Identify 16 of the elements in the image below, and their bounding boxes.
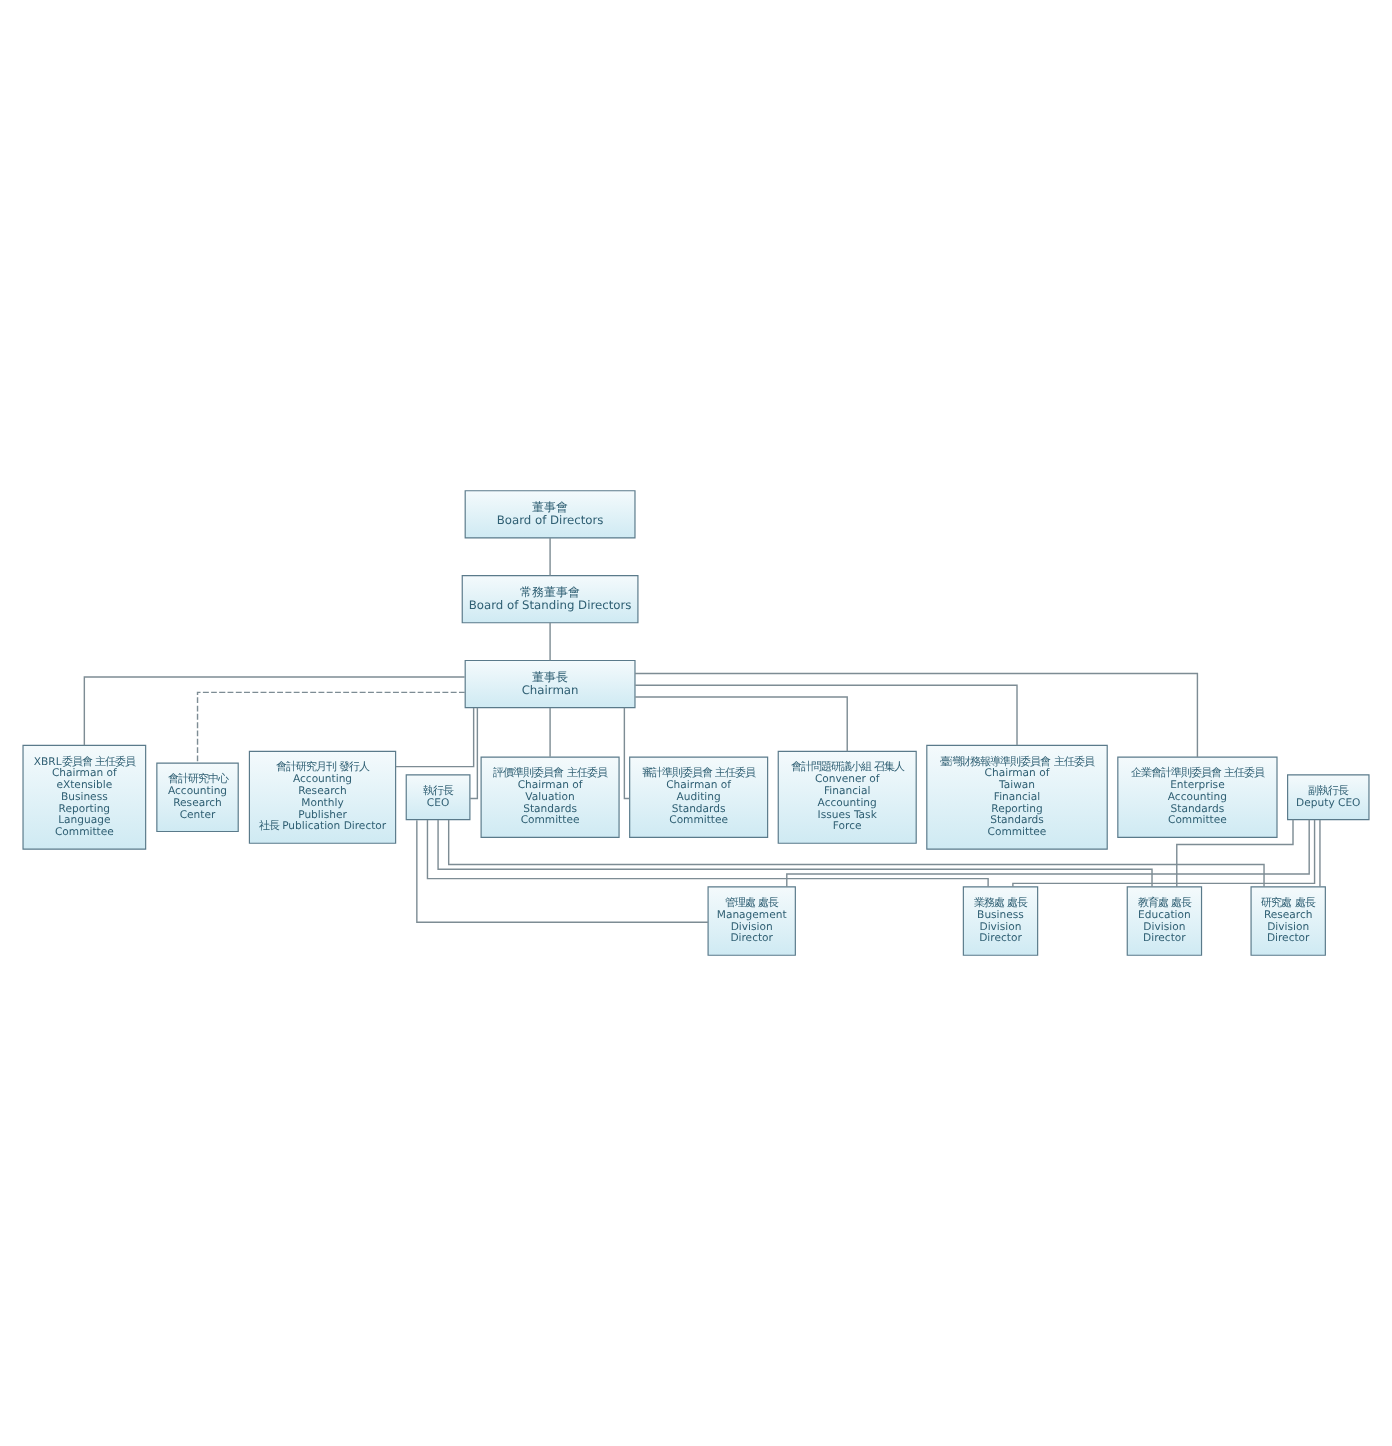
connector [83,676,466,746]
connector [1012,819,1316,888]
connector [634,672,1199,758]
connector [549,707,551,758]
connector [395,707,475,768]
connector [549,537,551,577]
connector [549,622,551,661]
connector [469,707,479,800]
connector [634,684,1018,746]
connector [426,819,989,888]
connector [1176,819,1294,888]
connector [786,819,1310,888]
connector [416,819,709,923]
connector [196,691,466,764]
connector [634,696,848,752]
connector [1319,819,1321,888]
